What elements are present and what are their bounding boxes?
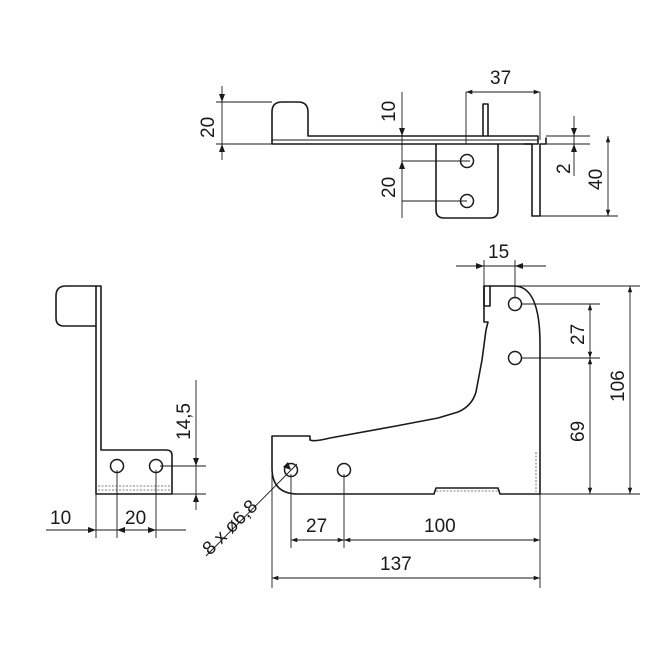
side-view-outline bbox=[95, 285, 173, 495]
dim-20-top-left: 20 bbox=[198, 117, 219, 138]
top-view-mounting-tab bbox=[435, 143, 499, 219]
dim-hole-callout: 8 x ø6,8 bbox=[199, 496, 262, 559]
side-view-top-lip bbox=[55, 285, 97, 327]
dim-10-side: 10 bbox=[50, 508, 71, 529]
dim-69: 69 bbox=[568, 421, 589, 442]
front-view-hole-middle bbox=[507, 350, 523, 366]
dim-27-horizontal: 27 bbox=[306, 516, 327, 537]
dim-137: 137 bbox=[380, 554, 412, 575]
dim-27-vertical: 27 bbox=[568, 324, 589, 345]
dim-100: 100 bbox=[424, 516, 456, 537]
dim-40: 40 bbox=[586, 169, 607, 190]
front-view-upper-tab bbox=[483, 285, 491, 307]
front-view: 15 27 69 106 8 x ø6,8 27 100 137 bbox=[199, 242, 640, 588]
dim-20-top-holes: 20 bbox=[379, 177, 400, 198]
dim-15: 15 bbox=[488, 242, 509, 263]
top-view: 37 20 10 20 2 40 bbox=[198, 68, 618, 219]
dim-106: 106 bbox=[608, 370, 629, 402]
front-view-hole-top bbox=[507, 296, 523, 312]
top-view-right-flange bbox=[523, 137, 547, 217]
top-view-base-plate bbox=[271, 101, 539, 145]
front-view-outline bbox=[271, 285, 541, 495]
dim-2: 2 bbox=[554, 163, 575, 174]
dim-20-side: 20 bbox=[125, 508, 146, 529]
side-view: 14,5 10 20 bbox=[46, 285, 206, 538]
dim-37: 37 bbox=[490, 68, 511, 89]
dim-14-5: 14,5 bbox=[174, 403, 195, 440]
dim-10-top: 10 bbox=[379, 101, 400, 122]
top-view-post bbox=[482, 103, 489, 137]
